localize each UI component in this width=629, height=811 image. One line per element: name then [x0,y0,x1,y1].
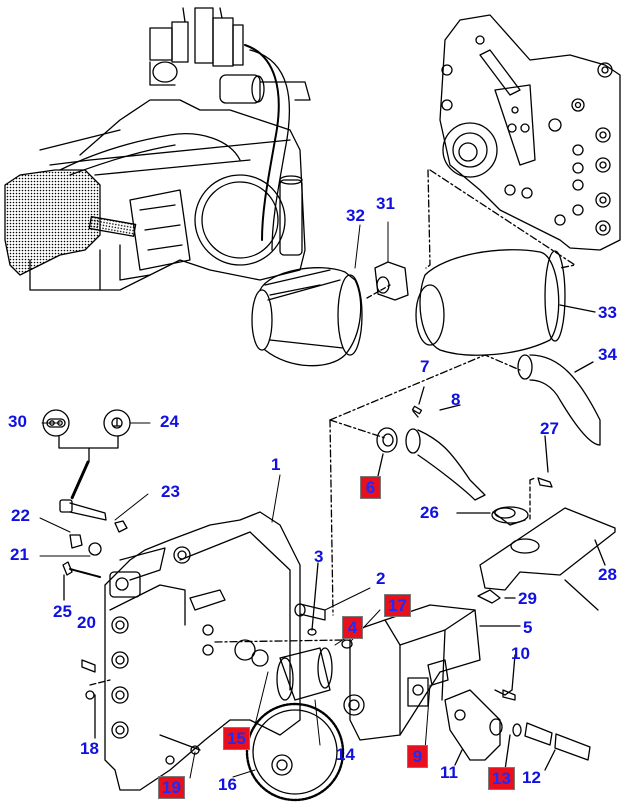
tractor-assembly-illustration [4,7,331,296]
callout-14[interactable]: 14 [336,745,355,764]
callout-11[interactable]: 11 [440,763,458,782]
callout-8[interactable]: 8 [451,390,461,409]
callout-2[interactable]: 2 [376,569,386,588]
pump-assembly-illustration [245,604,521,802]
callout-25[interactable]: 25 [53,602,72,621]
callout-20[interactable]: 20 [77,613,96,632]
callout-23[interactable]: 23 [161,482,180,501]
callout-13[interactable]: 13 [488,767,515,790]
callout-6[interactable]: 6 [360,476,381,499]
callout-33[interactable]: 33 [598,303,617,322]
callout-24[interactable]: 24 [160,412,179,431]
callout-1[interactable]: 1 [271,455,281,474]
callout-22[interactable]: 22 [11,506,30,525]
callout-30[interactable]: 30 [8,412,27,431]
callout-18[interactable]: 18 [80,739,99,758]
leader-lines [39,221,431,779]
callout-10[interactable]: 10 [511,644,530,663]
callout-29[interactable]: 29 [518,589,537,608]
callout-27[interactable]: 27 [540,419,559,438]
callout-17[interactable]: 17 [384,594,411,617]
sensor-and-bolts-illustration [42,409,131,601]
plate-28-illustration [456,435,616,611]
callout-32[interactable]: 32 [346,206,365,225]
callout-28[interactable]: 28 [598,565,617,584]
callout-34[interactable]: 34 [598,345,617,364]
callout-9[interactable]: 9 [407,745,428,768]
callout-31[interactable]: 31 [376,194,395,213]
filter-assembly-illustration [251,249,596,367]
callout-16[interactable]: 16 [218,775,237,794]
callout-7[interactable]: 7 [420,357,430,376]
housing-1-illustration [89,511,301,791]
rear-cover-illustration [425,14,621,269]
callout-12[interactable]: 12 [522,768,541,787]
outlet-assembly-illustration [444,654,591,771]
callout-26[interactable]: 26 [420,503,439,522]
pipe-8-illustration [329,386,486,616]
small-parts-illustration [81,562,353,755]
callout-4[interactable]: 4 [342,616,363,639]
callout-5[interactable]: 5 [523,618,533,637]
pipe-34-illustration [329,354,601,446]
callout-3[interactable]: 3 [314,547,324,566]
callout-15[interactable]: 15 [223,727,250,750]
callout-21[interactable]: 21 [10,545,29,564]
callout-19[interactable]: 19 [158,776,185,799]
